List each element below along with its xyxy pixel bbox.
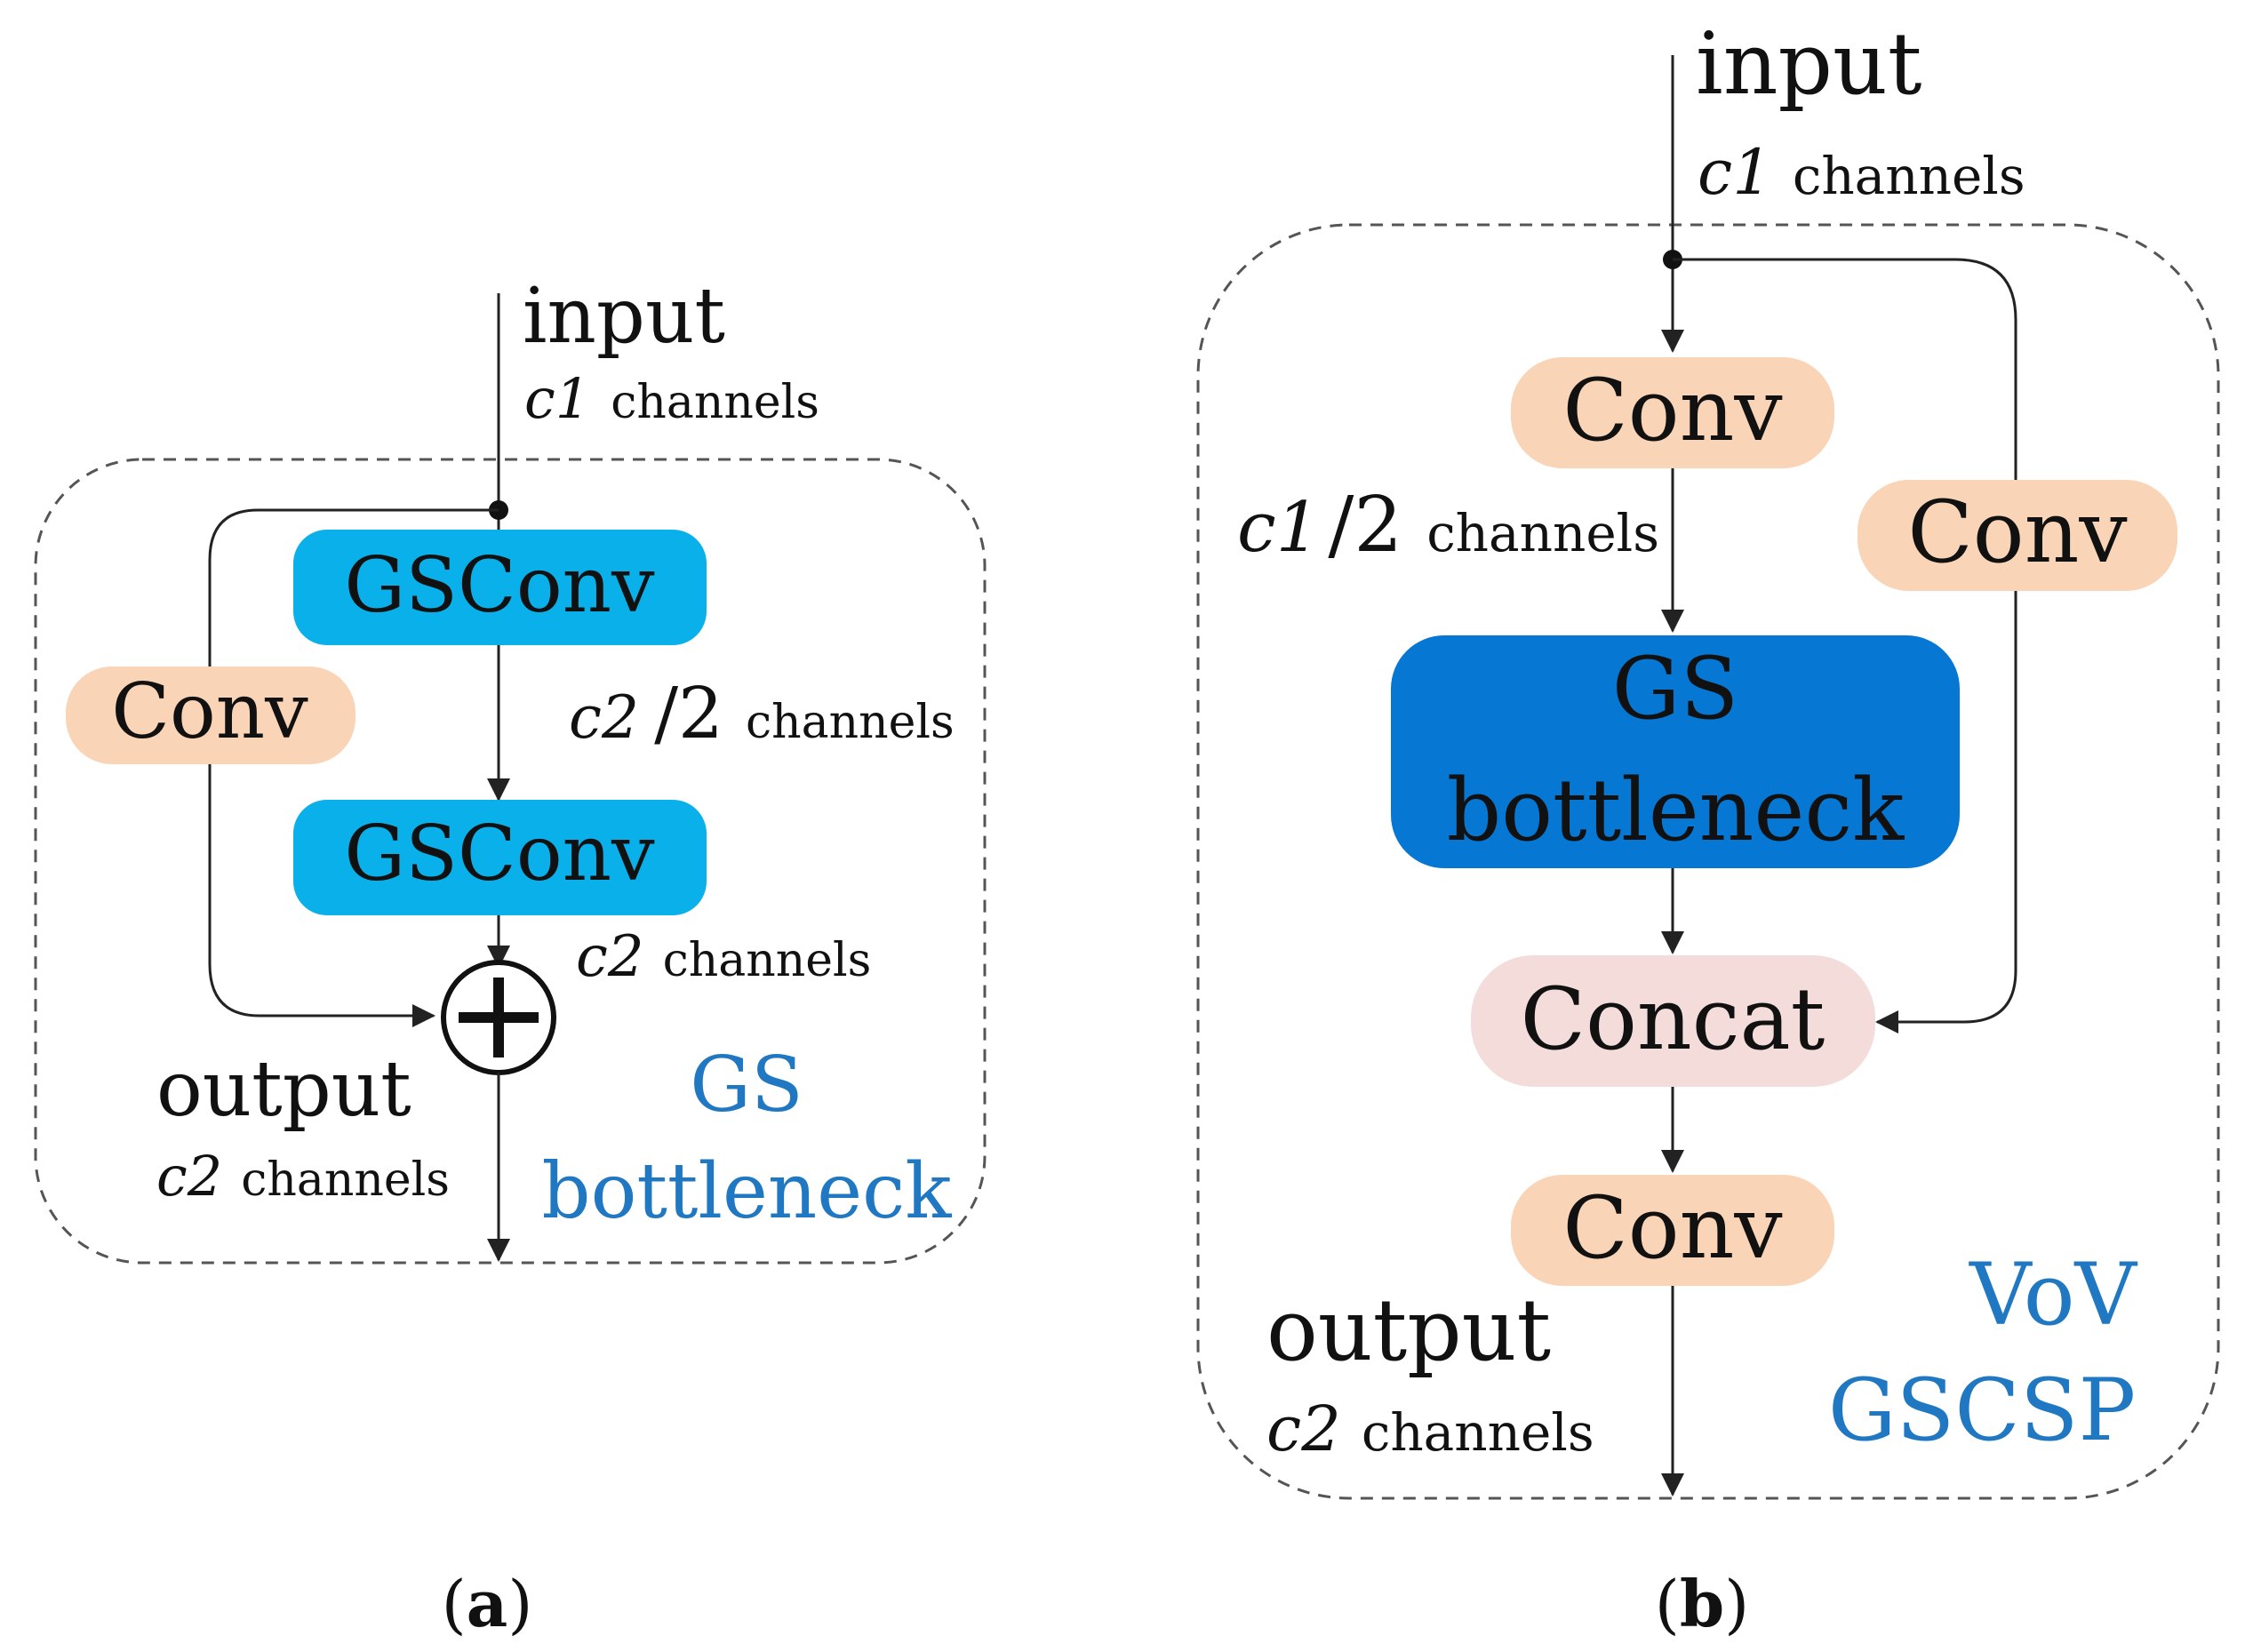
panel-b-gs-line1: GS	[1612, 639, 1738, 738]
panel-a-gsconv-bottom-box	[293, 800, 707, 915]
panel-a: GSConv GSConv Conv input c1 channels c2 …	[34, 272, 987, 1641]
panel-b: Conv c1 /2 channels Conv GS bottleneck C…	[1196, 14, 2220, 1641]
panel-b-module-name-line2: GSCSP	[1828, 1361, 2136, 1460]
panel-b-conv-top-box	[1511, 357, 1834, 468]
panel-a-gsconv-bottom-label: GSConv	[344, 810, 655, 898]
panel-b-side-path	[1673, 258, 2017, 1033]
panel-b-gs-line2: bottleneck	[1447, 761, 1905, 860]
panel-a-gsconv-top-box	[293, 530, 707, 645]
panel-a-conv-label: Conv	[111, 667, 308, 756]
panel-a-caption: (a)	[442, 1566, 533, 1641]
panel-a-module-border	[34, 458, 987, 1265]
panel-b-module-name-line1: VoV	[1969, 1245, 2137, 1345]
add-icon	[441, 960, 556, 1075]
panel-b-caption: (b)	[1655, 1566, 1750, 1641]
panel-b-input-label: input	[1696, 14, 1921, 114]
panel-b-half-channels: c1 /2 channels	[1237, 481, 1659, 570]
panel-a-module-name-line2: bottleneck	[542, 1147, 953, 1236]
panel-b-conv-side-box	[1858, 480, 2177, 591]
panel-b-output-channels: c2 channels	[1266, 1393, 1594, 1465]
panel-b-module-border	[1196, 223, 2220, 1500]
panel-a-input-label: input	[523, 272, 725, 361]
panel-b-conv-bottom-box	[1511, 1175, 1834, 1286]
panel-b-conv-top-label: Conv	[1562, 361, 1782, 460]
panel-a-module-name-line1: GS	[690, 1041, 803, 1129]
panel-b-conv-bottom-label: Conv	[1562, 1178, 1782, 1278]
panel-b-input-channels: c1 channels	[1698, 136, 2025, 209]
panel-b-output-label: output	[1266, 1281, 1551, 1380]
panel-b-concat-label: Concat	[1521, 970, 1826, 1069]
panel-b-gs-bottleneck-box	[1391, 635, 1960, 868]
panel-b-concat-box	[1471, 955, 1875, 1087]
panel-a-skip-path	[208, 508, 499, 1027]
panel-a-after-channels: c2 channels	[576, 924, 871, 990]
panel-a-output-channels: c2 channels	[156, 1144, 450, 1209]
panel-b-conv-side-label: Conv	[1907, 483, 2127, 582]
panel-a-output-label: output	[156, 1045, 411, 1134]
panel-a-conv-box	[66, 666, 356, 764]
panel-a-mid-channels: c2 /2 channels	[569, 672, 955, 754]
panel-a-gsconv-top-label: GSConv	[344, 541, 655, 630]
panel-a-input-channels: c1 channels	[524, 366, 819, 431]
